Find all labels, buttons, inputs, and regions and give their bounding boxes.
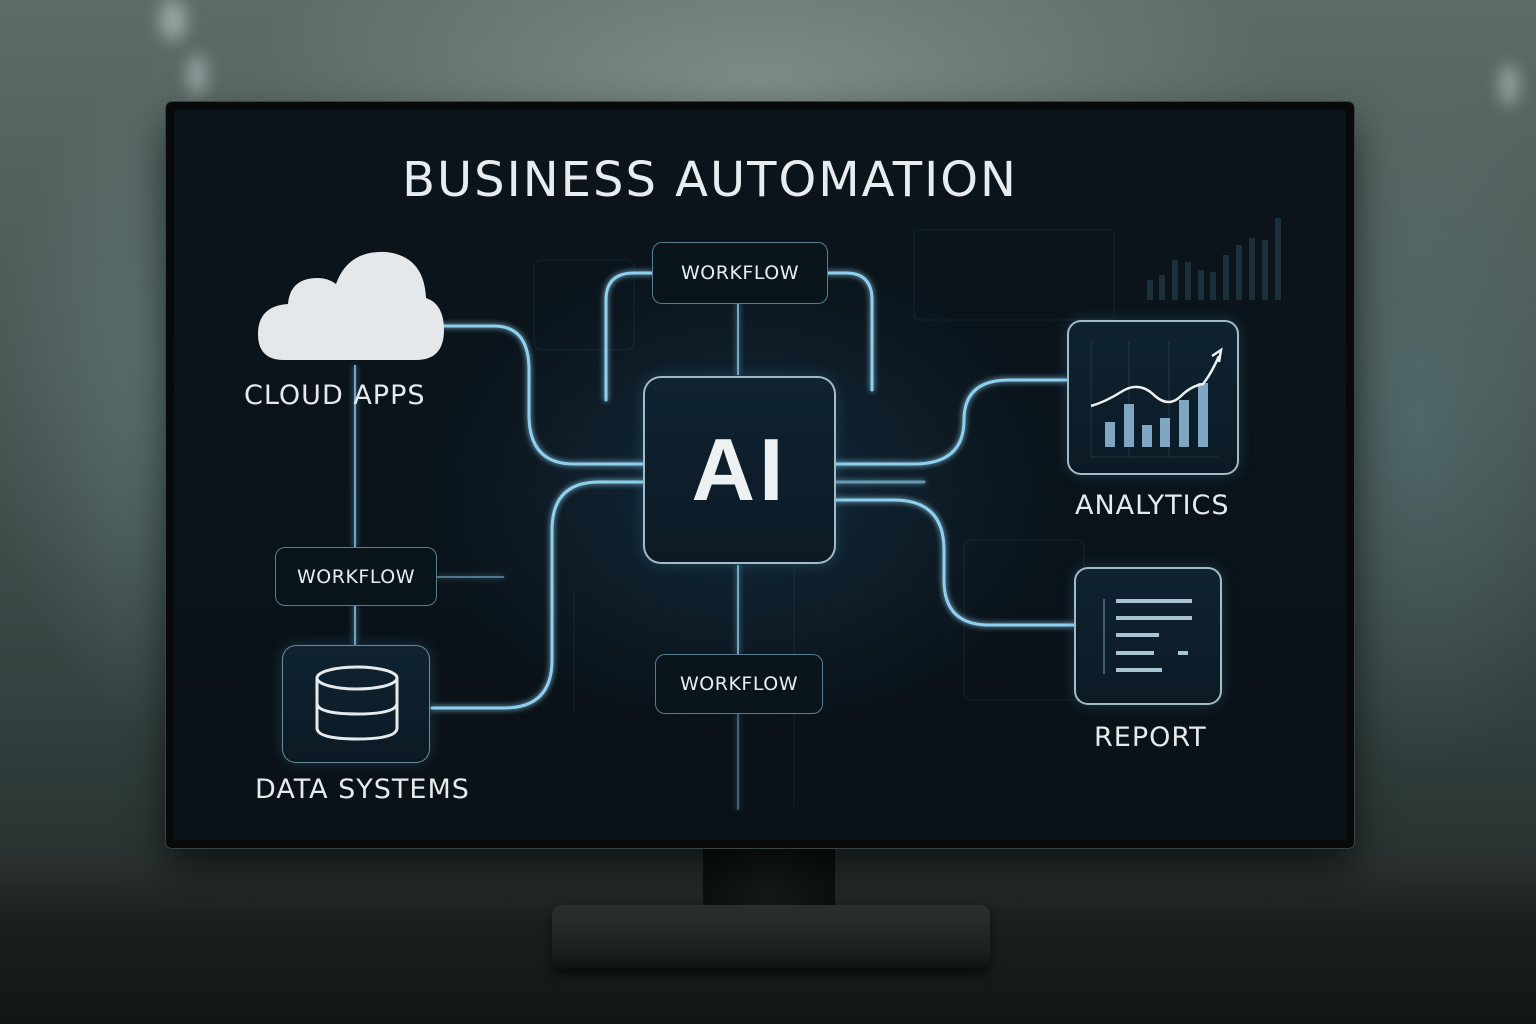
analytics-label: ANALYTICS (1075, 490, 1230, 521)
diagram-title: BUSINESS AUTOMATION (402, 152, 1018, 208)
database-icon (315, 665, 399, 741)
screen: BUSINESS AUTOMATION CLOUD APPS WORKFLOW … (174, 110, 1346, 840)
monitor-stand-base (552, 905, 990, 969)
report-node[interactable] (1074, 567, 1222, 705)
background-light (188, 55, 206, 95)
background-light (160, 0, 186, 40)
data-systems-label: DATA SYSTEMS (255, 774, 470, 805)
workflow-node-top[interactable]: WORKFLOW (652, 242, 828, 304)
ai-chip-icon: AI (691, 420, 788, 519)
analytics-node[interactable] (1067, 320, 1239, 475)
workflow-node-bottom[interactable]: WORKFLOW (655, 654, 823, 714)
report-label: REPORT (1094, 722, 1207, 753)
chart-trend-icon (1090, 342, 1223, 458)
connector-wires (354, 218, 1281, 810)
workflow-node-left[interactable]: WORKFLOW (275, 547, 437, 606)
cloud-icon (258, 251, 444, 360)
background-light (1500, 65, 1518, 105)
cloud-apps-label: CLOUD APPS (244, 380, 426, 411)
document-lines-icon (1103, 599, 1192, 674)
monitor: BUSINESS AUTOMATION CLOUD APPS WORKFLOW … (166, 102, 1354, 848)
data-systems-node[interactable] (282, 645, 430, 763)
ai-center-node[interactable]: AI (643, 376, 836, 564)
